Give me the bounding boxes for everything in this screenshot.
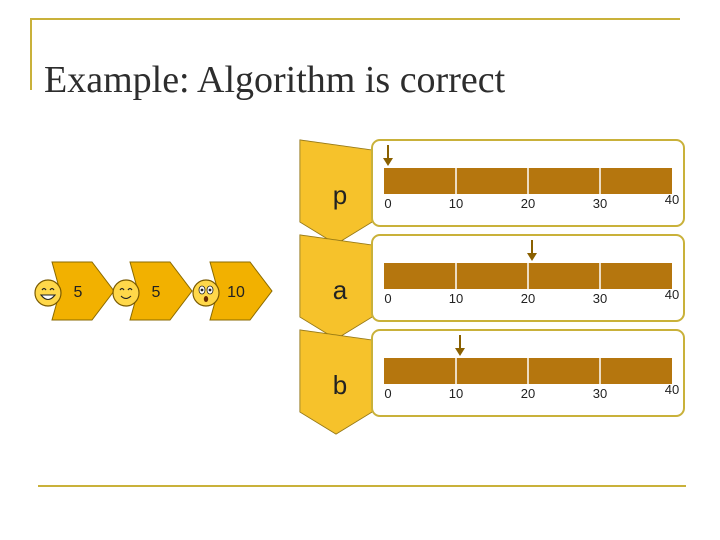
face-eye <box>127 287 133 291</box>
grinning-face-icon <box>34 279 62 307</box>
marker-arrow-icon <box>383 158 393 166</box>
tick-label-20: 20 <box>521 291 535 306</box>
chevron-highlight <box>300 235 372 339</box>
chevron-a <box>299 234 373 340</box>
face-eye <box>41 287 47 291</box>
face-circle <box>34 279 62 307</box>
tick-label-30: 30 <box>593 291 607 306</box>
chevron-label-a: a <box>333 275 348 305</box>
chevron-highlight <box>300 330 372 434</box>
face-pupil <box>200 288 204 292</box>
chevron-label-b: b <box>333 370 347 400</box>
tick-label-10: 10 <box>449 291 463 306</box>
smiling-face-icon <box>112 279 140 307</box>
tick-label-40: 40 <box>665 287 679 302</box>
chevron-p <box>299 139 373 245</box>
chevron-highlight <box>300 140 372 244</box>
face-mouth <box>203 296 209 302</box>
chevron-label-p: p <box>333 180 347 210</box>
arrow-value: 5 <box>152 284 161 301</box>
tick-label-40: 40 <box>665 192 679 207</box>
face-mouth <box>39 294 57 301</box>
face-eye <box>49 287 55 291</box>
face-pupil <box>208 288 212 292</box>
surprised-face-icon <box>192 279 220 307</box>
marker-arrow-icon <box>455 348 465 356</box>
tick-label-40: 40 <box>665 382 679 397</box>
left-rule <box>30 18 32 90</box>
tick-label-0: 0 <box>384 386 391 401</box>
tick-label-0: 0 <box>384 196 391 211</box>
arrow-value: 5 <box>74 284 83 301</box>
arrow-value: 10 <box>227 284 245 301</box>
tick-label-10: 10 <box>449 196 463 211</box>
tick-label-30: 30 <box>593 196 607 211</box>
page-title: Example: Algorithm is correct <box>44 59 506 101</box>
face-eye <box>119 287 125 291</box>
tick-label-10: 10 <box>449 386 463 401</box>
tick-label-20: 20 <box>521 196 535 211</box>
chevron-b <box>299 329 373 435</box>
face-mouth <box>120 295 132 300</box>
tick-label-20: 20 <box>521 386 535 401</box>
face-circle <box>192 279 220 307</box>
marker-arrow-icon <box>527 253 537 261</box>
face-circle <box>112 279 140 307</box>
bottom-rule <box>38 485 686 487</box>
tick-label-30: 30 <box>593 386 607 401</box>
tick-label-0: 0 <box>384 291 391 306</box>
top-rule <box>30 18 680 20</box>
